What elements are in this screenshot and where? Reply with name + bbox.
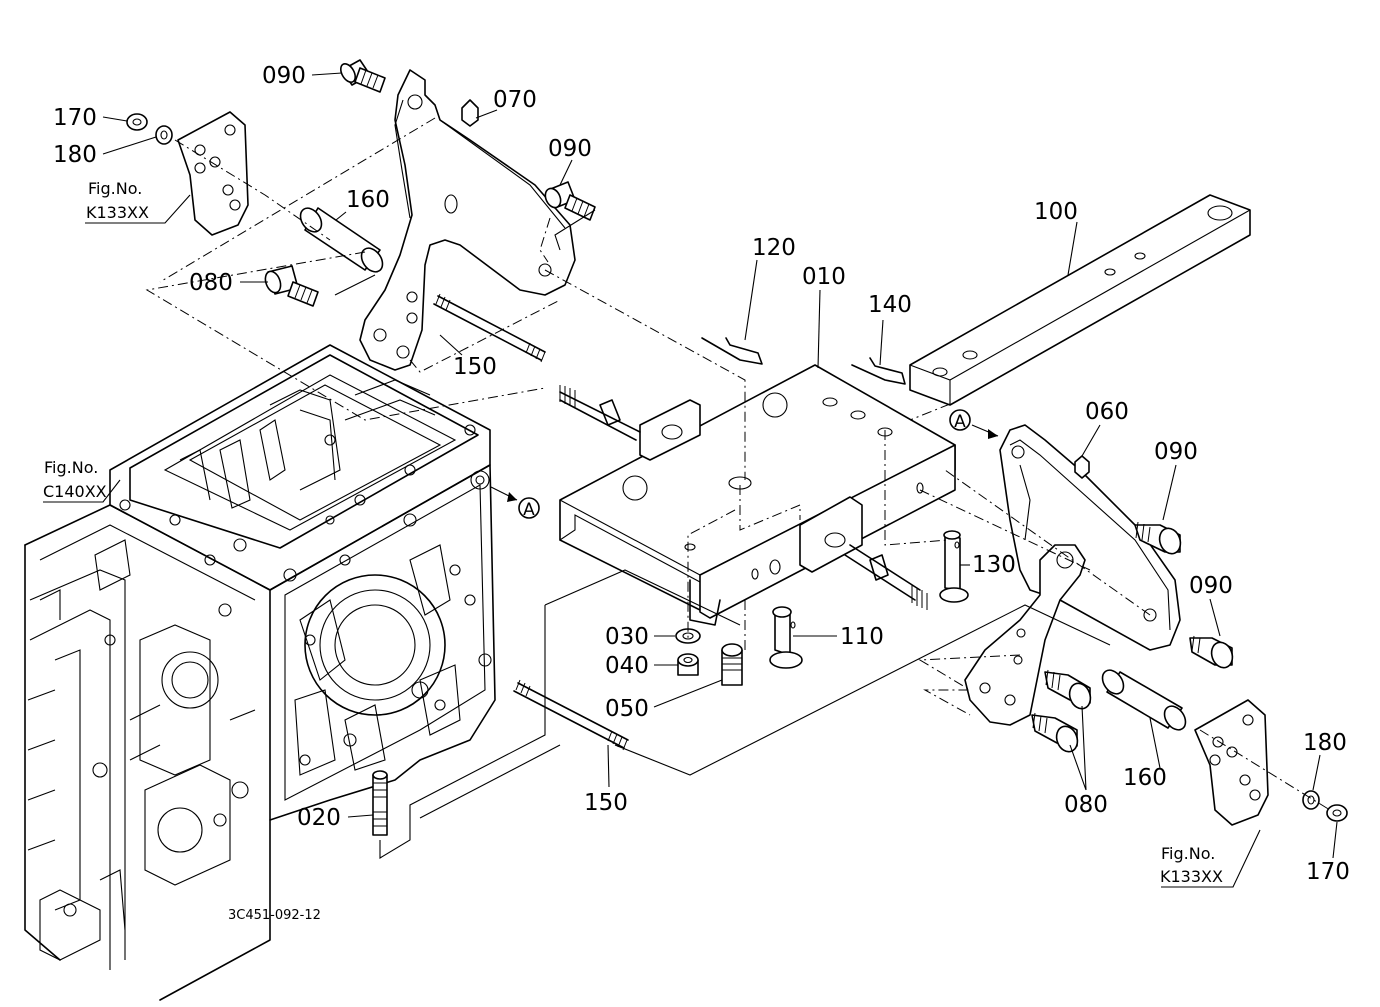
bolt-090-top-mid [544, 181, 596, 221]
pin-110 [769, 606, 803, 669]
bolt-080-lower-a [1044, 669, 1092, 710]
label-100: 100 [1034, 199, 1078, 225]
bar-100 [909, 194, 1251, 406]
drawing-code: 3C451-092-12 [228, 908, 321, 923]
svg-text:K133XX: K133XX [1160, 867, 1223, 886]
svg-text:Fig.No.: Fig.No. [88, 179, 142, 198]
linch-pin-140 [851, 357, 906, 385]
fig-ref-k133-left: Fig.No. K133XX [86, 179, 149, 222]
fig-ref-c140: Fig.No. C140XX [43, 458, 107, 501]
svg-text:Fig.No.: Fig.No. [1161, 844, 1215, 863]
label-040: 040 [605, 653, 649, 679]
leader-lines [43, 72, 1338, 888]
label-110: 110 [840, 624, 884, 650]
label-060: 060 [1085, 399, 1129, 425]
svg-text:C140XX: C140XX [43, 482, 107, 501]
callout-a-left: A [490, 486, 540, 520]
label-090-top-left: 090 [262, 63, 306, 89]
bracket-060 [964, 424, 1181, 726]
label-010: 010 [802, 264, 846, 290]
label-150-lower: 150 [584, 790, 628, 816]
part-labels: 010 020 030 040 050 060 070 080 080 090 … [53, 63, 1350, 885]
callout-a-right: A [949, 409, 999, 439]
washer-180-right [1302, 790, 1320, 810]
label-080-bottom: 080 [1064, 792, 1108, 818]
bolt-080-lower-b [1031, 712, 1079, 753]
bracket-070 [359, 69, 576, 371]
bolt-090-right-upper [1134, 521, 1182, 555]
plate-left [177, 111, 249, 236]
nut-170-left [126, 113, 148, 131]
bracket-010 [559, 364, 956, 626]
label-160-upper: 160 [346, 187, 390, 213]
svg-text:K133XX: K133XX [86, 203, 149, 222]
label-170-left: 170 [53, 105, 97, 131]
label-150-upper: 150 [453, 354, 497, 380]
pin-130 [939, 530, 969, 603]
label-090-right-upper: 090 [1154, 439, 1198, 465]
stud-150-lower [513, 679, 629, 751]
label-180-left: 180 [53, 142, 97, 168]
label-090-top-mid: 090 [548, 136, 592, 162]
label-180-right: 180 [1303, 730, 1347, 756]
nut-040 [677, 653, 699, 676]
label-050: 050 [605, 696, 649, 722]
linch-pin-120 [701, 337, 763, 365]
label-020: 020 [297, 805, 341, 831]
svg-text:Fig.No.: Fig.No. [44, 458, 98, 477]
label-170-right: 170 [1306, 859, 1350, 885]
bolt-090-right-lower [1189, 635, 1234, 669]
svg-text:A: A [523, 500, 535, 520]
stud-020 [372, 770, 388, 836]
svg-text:A: A [954, 412, 966, 432]
label-030: 030 [605, 624, 649, 650]
nut-170-right [1326, 804, 1348, 822]
bolt-080-top [264, 265, 319, 307]
label-070: 070 [493, 87, 537, 113]
collar-160-lower [1101, 669, 1187, 731]
label-090-right-lower: 090 [1189, 573, 1233, 599]
washer-180-left [155, 125, 173, 145]
label-080-top: 080 [189, 270, 233, 296]
bolt-050 [721, 643, 743, 686]
bolt-090-top-left [339, 59, 386, 93]
transmission-case [24, 344, 496, 1001]
label-130: 130 [972, 552, 1016, 578]
label-120: 120 [752, 235, 796, 261]
collar-160-upper [299, 207, 384, 273]
plate-right [1194, 699, 1269, 826]
label-140: 140 [868, 292, 912, 318]
stud-150-upper [433, 293, 546, 363]
label-160-lower: 160 [1123, 765, 1167, 791]
alignment-lines [145, 117, 1331, 859]
fig-ref-k133-right: Fig.No. K133XX [1160, 844, 1223, 886]
